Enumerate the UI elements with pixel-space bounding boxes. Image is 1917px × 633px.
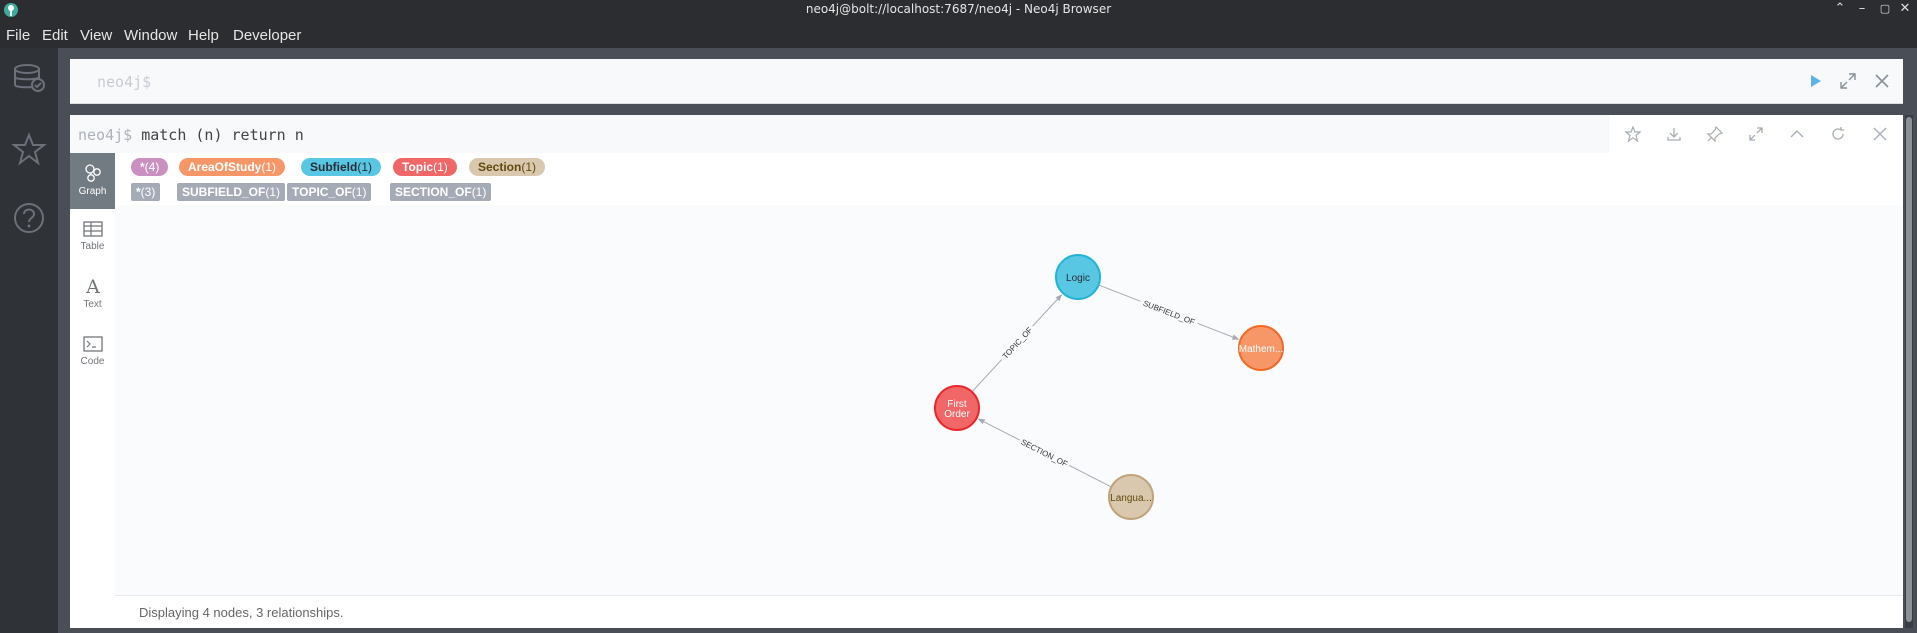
tab-table-label: Table bbox=[80, 241, 105, 252]
tab-graph[interactable]: Graph bbox=[70, 153, 115, 209]
tab-text[interactable]: A Text bbox=[70, 266, 115, 322]
frame-toolbar bbox=[1609, 115, 1903, 153]
menu-window[interactable]: Window bbox=[124, 27, 178, 44]
window-title: neo4j@bolt://localhost:7687/neo4j - Neo4… bbox=[805, 2, 1112, 16]
graph-node-math[interactable]: Mathem... bbox=[1238, 325, 1284, 371]
graph-icon bbox=[84, 164, 101, 182]
tab-code[interactable]: Code bbox=[70, 325, 115, 381]
pin-icon[interactable] bbox=[1706, 125, 1724, 143]
minimize-up-icon[interactable]: ⌃ bbox=[1834, 1, 1846, 16]
label-pill-section[interactable]: Section(1) bbox=[469, 158, 546, 176]
collapse-icon[interactable] bbox=[1788, 125, 1806, 143]
label-pill-all[interactable]: *(4) bbox=[131, 158, 169, 176]
graph-visualization: *(4) AreaOfStudy(1) Subfield(1) Topic(1)… bbox=[115, 153, 1903, 628]
text-icon: A bbox=[85, 276, 100, 296]
rel-pill-section-of[interactable]: SECTION_OF(1) bbox=[390, 183, 492, 201]
maximize-icon[interactable]: ▢ bbox=[1879, 2, 1891, 15]
scrollbar[interactable] bbox=[1905, 115, 1913, 628]
status-bar: Displaying 4 nodes, 3 relationships. bbox=[115, 595, 1903, 628]
node-caption: Logic bbox=[1066, 273, 1090, 284]
label-pill-topic[interactable]: Topic(1) bbox=[393, 158, 457, 176]
left-sidebar bbox=[0, 48, 58, 633]
close-frame-icon[interactable] bbox=[1871, 125, 1889, 143]
menu-developer[interactable]: Developer bbox=[233, 27, 302, 44]
tab-code-label: Code bbox=[80, 356, 105, 367]
node-caption: Order bbox=[944, 409, 970, 420]
tab-graph-label: Graph bbox=[78, 186, 107, 197]
rerun-icon[interactable] bbox=[1829, 125, 1847, 143]
view-tabs: Graph Table A Text Code bbox=[70, 153, 115, 628]
label-pill-subfield[interactable]: Subfield(1) bbox=[301, 158, 382, 176]
rel-pill-topic-of[interactable]: TOPIC_OF(1) bbox=[287, 183, 372, 201]
node-caption: Langua... bbox=[1110, 493, 1152, 504]
fullscreen-icon[interactable] bbox=[1747, 125, 1765, 143]
relationship-topic-of[interactable]: TOPIC_OF bbox=[972, 294, 1063, 392]
relationship-label: SECTION_OF bbox=[1019, 438, 1069, 469]
label-pill-areaofstudy[interactable]: AreaOfStudy(1) bbox=[179, 158, 286, 176]
menu-edit[interactable]: Edit bbox=[42, 27, 68, 44]
download-icon[interactable] bbox=[1665, 125, 1683, 143]
relationship-subfield-of[interactable]: SUBFIELD_OF bbox=[1099, 284, 1240, 340]
relationship-section-of[interactable]: SECTION_OF bbox=[977, 418, 1111, 487]
tab-text-label: Text bbox=[83, 299, 102, 310]
favorites-star-icon[interactable] bbox=[11, 131, 47, 167]
menu-file[interactable]: File bbox=[6, 27, 31, 44]
relationship-types-legend: *(3) SUBFIELD_OF(1) TOPIC_OF(1) SECTION_… bbox=[115, 179, 1903, 205]
node-caption: Mathem... bbox=[1239, 344, 1283, 355]
frame-query[interactable]: neo4j$ match (n) return n bbox=[78, 126, 304, 144]
result-frame: neo4j$ match (n) return n bbox=[70, 115, 1903, 628]
table-icon bbox=[82, 221, 103, 237]
help-icon[interactable] bbox=[11, 200, 47, 236]
rel-pill-all[interactable]: *(3) bbox=[131, 183, 161, 201]
expand-editor-icon[interactable] bbox=[1838, 71, 1858, 91]
neo4j-logo-icon bbox=[4, 3, 18, 17]
relationship-label: SUBFIELD_OF bbox=[1142, 299, 1196, 327]
minimize-icon[interactable]: – bbox=[1858, 1, 1866, 16]
menubar: File Edit View Window Help Developer bbox=[0, 19, 1917, 48]
frame-query-text: match (n) return n bbox=[132, 126, 304, 144]
scrollbar-thumb[interactable] bbox=[1906, 117, 1912, 622]
menu-help[interactable]: Help bbox=[188, 27, 219, 44]
code-icon bbox=[82, 336, 103, 352]
frame-prompt: neo4j$ bbox=[78, 126, 133, 144]
graph-node-lang[interactable]: Langua... bbox=[1108, 474, 1154, 520]
graph-node-logic[interactable]: Logic bbox=[1055, 254, 1101, 300]
relationship-label: TOPIC_OF bbox=[1001, 325, 1035, 360]
tab-table[interactable]: Table bbox=[70, 210, 115, 266]
svg-text:A: A bbox=[85, 276, 100, 296]
query-editor[interactable]: neo4j$ bbox=[70, 59, 1903, 104]
status-message: Displaying 4 nodes, 3 relationships. bbox=[139, 605, 344, 620]
node-caption: First bbox=[947, 399, 967, 410]
frame-header: neo4j$ match (n) return n bbox=[70, 115, 1903, 153]
node-labels-legend: *(4) AreaOfStudy(1) Subfield(1) Topic(1)… bbox=[115, 153, 1903, 179]
rel-pill-subfield-of[interactable]: SUBFIELD_OF(1) bbox=[177, 183, 286, 201]
clear-editor-icon[interactable] bbox=[1872, 71, 1892, 91]
run-query-icon[interactable] bbox=[1805, 71, 1825, 91]
close-window-icon[interactable]: ✕ bbox=[1899, 1, 1911, 16]
editor-prompt[interactable]: neo4j$ bbox=[97, 73, 152, 91]
window-titlebar: neo4j@bolt://localhost:7687/neo4j - Neo4… bbox=[0, 0, 1917, 19]
database-icon[interactable] bbox=[11, 60, 47, 96]
favorite-star-icon[interactable] bbox=[1624, 125, 1642, 143]
menu-view[interactable]: View bbox=[80, 27, 113, 44]
graph-canvas[interactable]: SUBFIELD_OF TOPIC_OF SECTION_OF LogicMathe… bbox=[115, 205, 1903, 595]
